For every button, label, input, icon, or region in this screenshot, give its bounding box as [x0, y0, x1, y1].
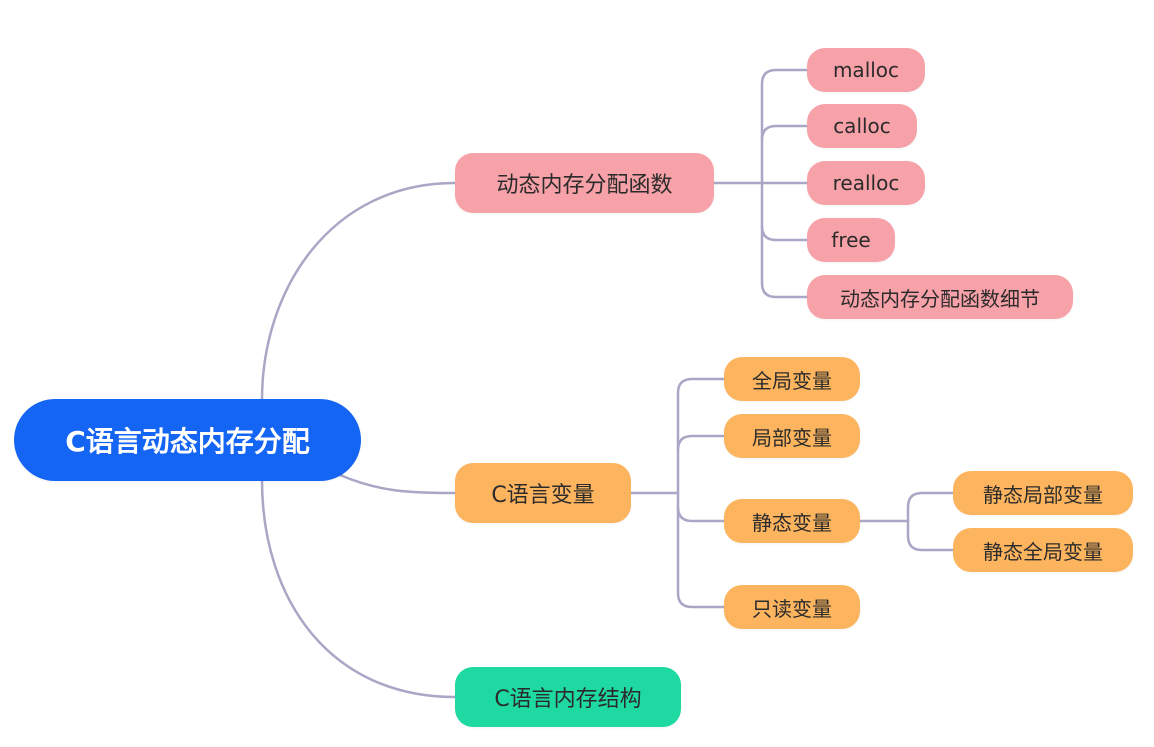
node-static-variable-label: 静态变量	[752, 510, 832, 535]
node-calloc-label: calloc	[833, 114, 891, 138]
node-memory-function-details-label: 动态内存分配函数细节	[840, 286, 1040, 311]
node-readonly-variable[interactable]: 只读变量	[724, 585, 860, 629]
connector-root-to-memory-structure	[260, 478, 457, 699]
node-realloc-label: realloc	[832, 171, 900, 195]
connector-global-to-readonly	[676, 377, 726, 609]
node-realloc[interactable]: realloc	[807, 161, 925, 205]
node-local-variable-label: 局部变量	[752, 425, 832, 450]
branch-memory-functions[interactable]: 动态内存分配函数	[455, 153, 714, 213]
node-local-variable[interactable]: 局部变量	[724, 414, 860, 458]
node-static-variable[interactable]: 静态变量	[724, 499, 860, 543]
node-malloc-label: malloc	[832, 58, 900, 82]
node-calloc[interactable]: calloc	[807, 104, 917, 148]
node-static-local-variable-label: 静态局部变量	[983, 482, 1103, 507]
node-free-label: free	[831, 228, 871, 252]
node-static-global-variable[interactable]: 静态全局变量	[953, 528, 1133, 572]
connector-free	[760, 224, 809, 242]
branch-memory-structure[interactable]: C语言内存结构	[455, 667, 681, 727]
branch-memory-structure-label: C语言内存结构	[494, 687, 642, 712]
connector-root-to-variables	[338, 473, 457, 495]
node-malloc[interactable]: malloc	[807, 48, 925, 92]
node-global-variable-label: 全局变量	[752, 368, 832, 393]
node-free[interactable]: free	[807, 218, 895, 262]
root-label: C语言动态内存分配	[65, 425, 310, 458]
connector-static	[676, 505, 726, 523]
node-memory-function-details[interactable]: 动态内存分配函数细节	[807, 275, 1073, 319]
connector-calloc	[760, 124, 809, 142]
node-static-global-variable-label: 静态全局变量	[983, 539, 1103, 564]
root-node[interactable]: C语言动态内存分配	[14, 399, 361, 481]
connector-root-to-memory-functions	[260, 181, 457, 402]
connector-static-children	[906, 491, 955, 552]
branch-variables-label: C语言变量	[491, 483, 595, 508]
node-readonly-variable-label: 只读变量	[752, 596, 832, 621]
connector-local	[676, 434, 726, 452]
node-global-variable[interactable]: 全局变量	[724, 357, 860, 401]
node-static-local-variable[interactable]: 静态局部变量	[953, 471, 1133, 515]
branch-memory-functions-label: 动态内存分配函数	[496, 173, 673, 198]
branch-variables[interactable]: C语言变量	[455, 463, 631, 523]
